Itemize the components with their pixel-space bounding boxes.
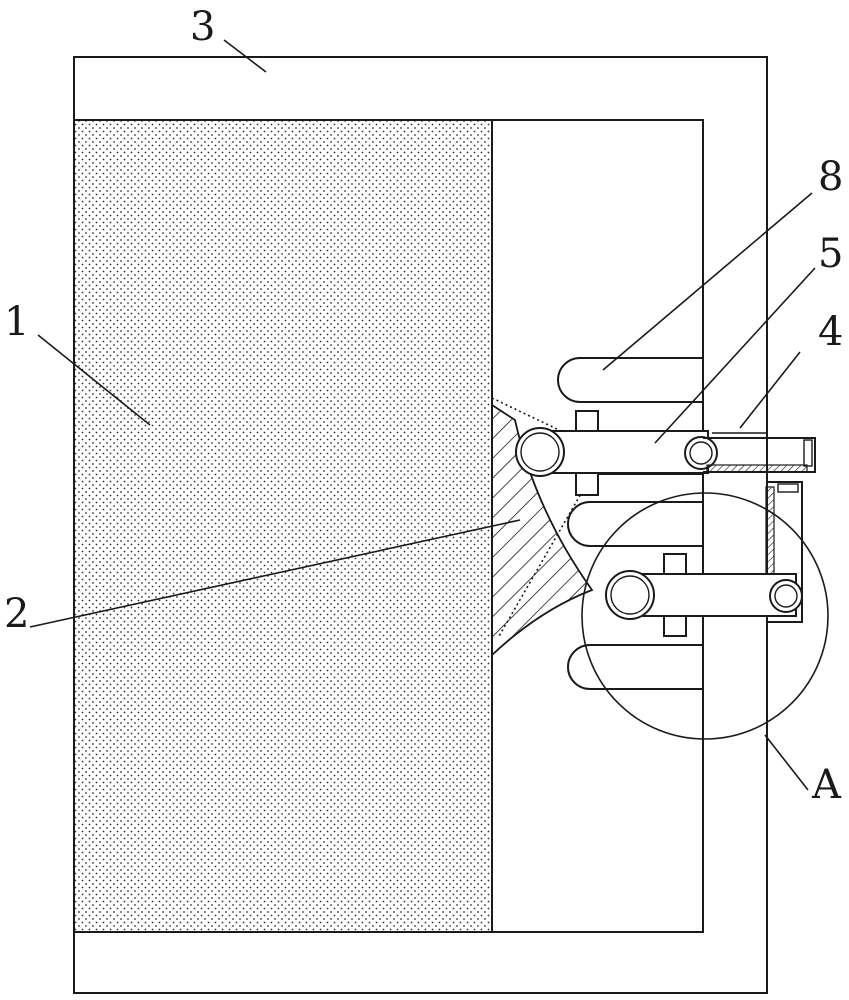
label-part-5: 5 — [818, 231, 843, 277]
leader-2 — [29, 519, 521, 628]
inner-frame — [492, 119, 704, 933]
lower-pivot-pin-inner — [774, 584, 798, 608]
label-part-2: 2 — [4, 591, 29, 637]
lower-arm — [627, 573, 797, 617]
lower-roller-large-inner — [610, 575, 650, 615]
label-part-1: 1 — [4, 299, 29, 345]
upper-roller-large-inner — [520, 432, 560, 472]
leader-8 — [602, 192, 813, 371]
upper-roller-large — [515, 427, 565, 477]
spring-loops — [557, 357, 703, 690]
upper-small-block-top — [575, 410, 599, 432]
lower-roller-large — [605, 570, 655, 620]
lower-small-block-top — [663, 553, 687, 575]
vertical-slider — [765, 481, 803, 623]
leader-5 — [654, 267, 816, 444]
leader-a — [764, 734, 809, 791]
leader-4 — [739, 351, 801, 429]
leader-1 — [37, 334, 151, 426]
label-part-8: 8 — [818, 154, 843, 200]
label-part-4: 4 — [818, 309, 843, 355]
guide-rail — [703, 432, 816, 473]
label-detail-a: A — [811, 762, 842, 808]
dotted-block — [73, 119, 493, 933]
detail-circle-a — [581, 492, 829, 740]
upper-small-block-bottom — [575, 472, 599, 496]
upper-pivot-pin-inner — [689, 441, 713, 465]
label-part-3: 3 — [190, 4, 215, 50]
leader-3 — [223, 39, 267, 73]
lower-small-block-bottom — [663, 613, 687, 637]
